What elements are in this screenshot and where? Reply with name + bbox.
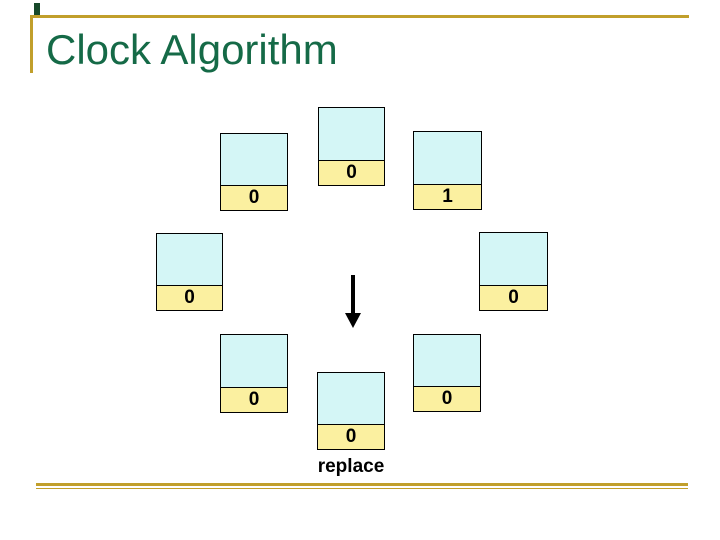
page-frame-upper-left: 0 — [220, 133, 288, 211]
top-gold-rule — [30, 15, 689, 18]
page-frame-right: 0 — [479, 232, 548, 311]
reference-bit: 0 — [221, 387, 287, 412]
arrow-shaft — [351, 275, 355, 314]
page-frame-body — [414, 335, 480, 386]
slide-title: Clock Algorithm — [46, 26, 338, 73]
reference-bit: 1 — [414, 184, 481, 209]
replace-label: replace — [317, 456, 385, 477]
reference-bit: 0 — [480, 285, 547, 310]
arrow-head-icon — [345, 313, 361, 328]
bottom-gold-rule-thick — [36, 483, 688, 486]
page-frame-body — [414, 132, 481, 184]
page-frame-lower-right: 0 — [413, 334, 481, 412]
bottom-gold-rule-thin — [36, 488, 688, 489]
page-frame-left: 0 — [156, 233, 223, 311]
page-frame-body — [221, 335, 287, 387]
page-frame-bottom: 0 — [317, 372, 385, 450]
page-frame-upper-right: 1 — [413, 131, 482, 210]
reference-bit: 0 — [157, 285, 222, 310]
left-gold-rule — [30, 15, 33, 73]
reference-bit: 0 — [318, 424, 384, 449]
page-frame-body — [319, 108, 384, 160]
page-frame-body — [318, 373, 384, 424]
corner-accent-bar — [34, 3, 40, 18]
page-frame-body — [221, 134, 287, 185]
reference-bit: 0 — [221, 185, 287, 210]
page-frame-lower-left: 0 — [220, 334, 288, 413]
page-frame-body — [157, 234, 222, 285]
reference-bit: 0 — [319, 160, 384, 185]
reference-bit: 0 — [414, 386, 480, 411]
page-frame-top: 0 — [318, 107, 385, 186]
page-frame-body — [480, 233, 547, 285]
